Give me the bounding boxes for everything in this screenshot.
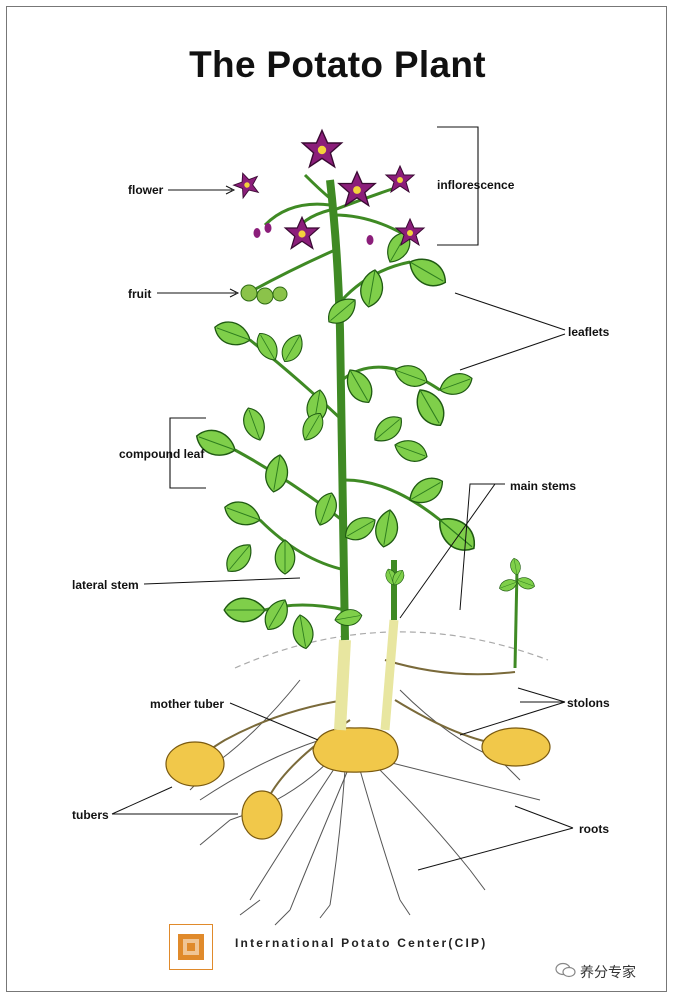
roots xyxy=(189,679,541,926)
inflorescence-bracket xyxy=(437,126,479,246)
tuber-right xyxy=(481,727,551,767)
footer-organization: International Potato Center(CIP) xyxy=(235,936,488,950)
label-main-stems: main stems xyxy=(510,479,577,493)
label-tubers: tubers xyxy=(72,808,109,822)
cip-logo xyxy=(169,924,213,970)
poster-title: The Potato Plant xyxy=(189,44,486,85)
label-lateral-stem: lateral stem xyxy=(72,578,139,592)
compound-leaf-bracket xyxy=(169,417,206,489)
fruits xyxy=(240,284,288,305)
watermark-text: 养分专家 xyxy=(580,965,636,981)
label-roots: roots xyxy=(579,822,609,836)
label-fruit: fruit xyxy=(128,287,152,301)
label-inflorescence: inflorescence xyxy=(437,178,515,192)
flowers xyxy=(230,129,425,249)
label-flower: flower xyxy=(128,183,164,197)
poster-frame xyxy=(6,6,667,992)
wechat-icon xyxy=(555,962,576,978)
tuber-bottom xyxy=(241,790,283,840)
label-compound-leaf: compound leaf xyxy=(119,447,205,461)
tubers xyxy=(165,727,551,840)
leader-lines xyxy=(111,185,574,871)
tuber-left xyxy=(165,741,225,787)
label-leaflets: leaflets xyxy=(568,325,610,339)
mother-tuber xyxy=(312,727,399,773)
label-stolons: stolons xyxy=(567,696,610,710)
label-mother-tuber: mother tuber xyxy=(150,697,225,711)
